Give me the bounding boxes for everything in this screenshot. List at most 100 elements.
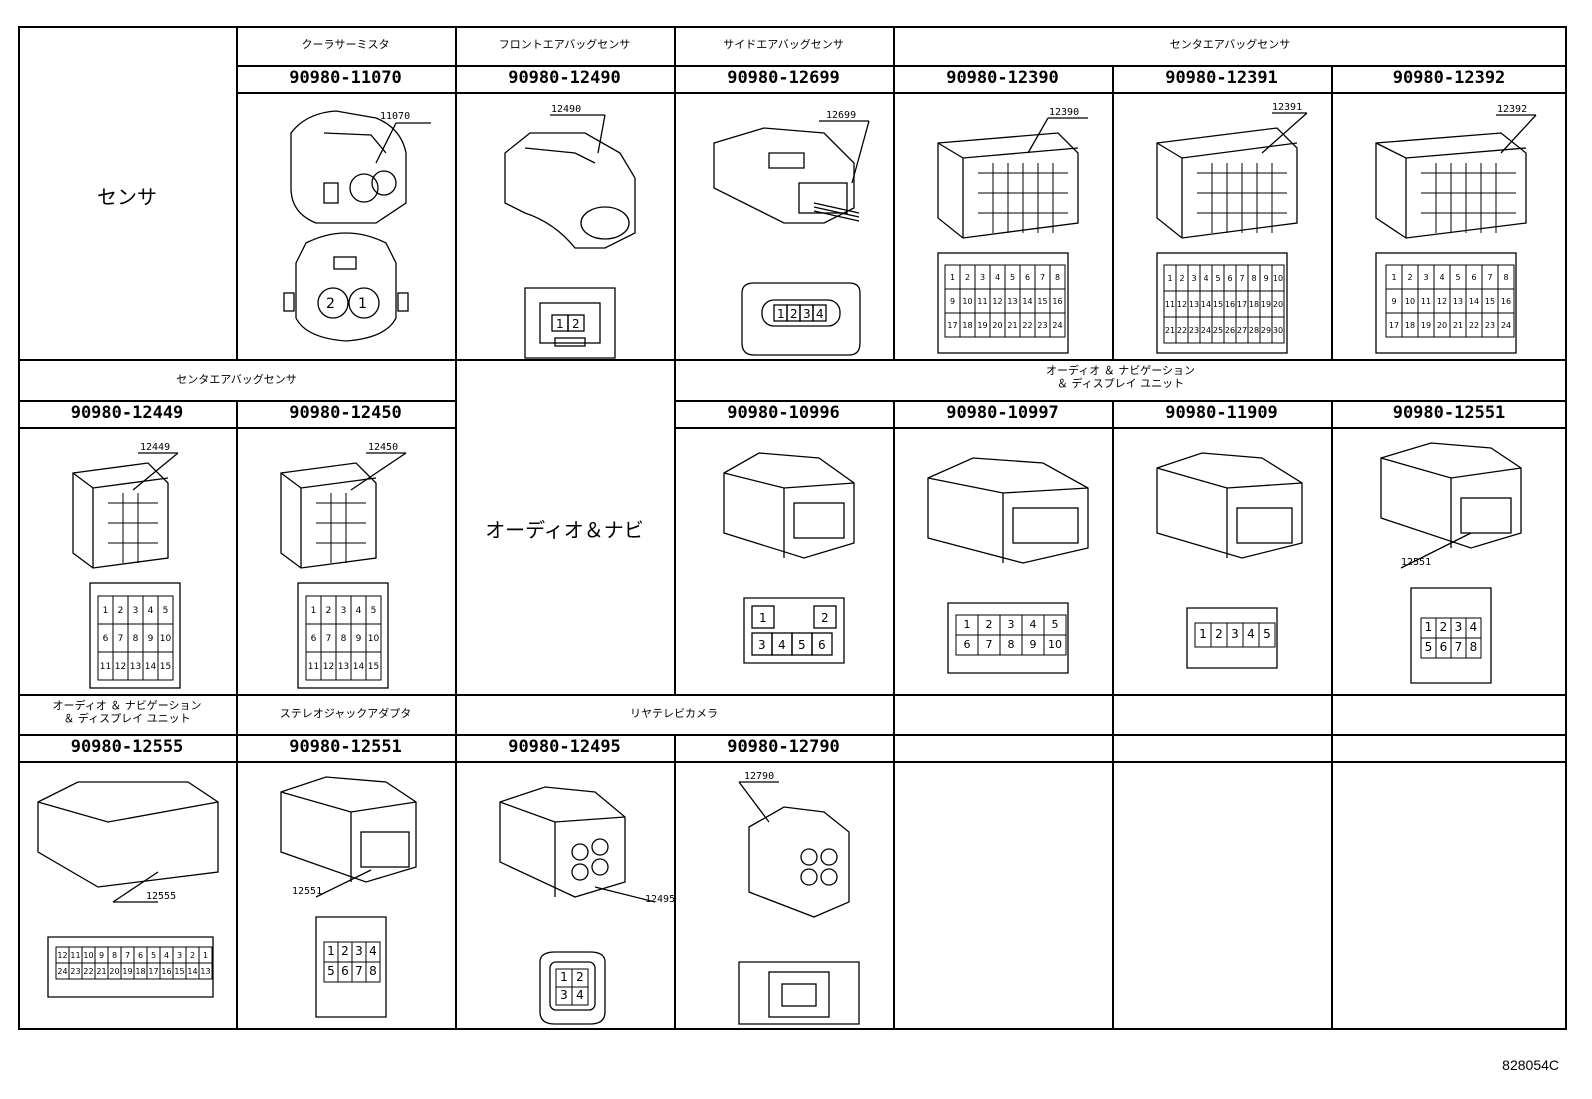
pin-label: 5 [1263, 627, 1271, 641]
pin-label: 22 [1177, 326, 1187, 335]
pin-label: 6 [964, 638, 971, 651]
pin-label: 3 [1455, 620, 1463, 634]
pin-label: 1 [311, 606, 317, 616]
pin-label: 21 [1453, 321, 1463, 330]
pin-label: 4 [576, 988, 584, 1002]
pin-label: 7 [1487, 273, 1492, 282]
pin-label: 11 [308, 662, 319, 672]
pin-label: 4 [356, 606, 362, 616]
part-number: 90980-12790 [727, 737, 840, 757]
pin-label: 12 [1177, 300, 1187, 309]
pin-label: 9 [99, 951, 104, 960]
part-number: 90980-10996 [727, 403, 840, 423]
pin-label: 7 [326, 634, 332, 644]
pin-label: 19 [977, 321, 987, 330]
pin-label: 8 [1008, 638, 1015, 651]
pin-label: 16 [1501, 297, 1511, 306]
pin-label: 8 [112, 951, 117, 960]
pin-label: 5 [1425, 640, 1433, 654]
pin-label: 1 [964, 618, 971, 631]
part-number: 90980-12450 [289, 403, 402, 423]
pin-label: 3 [803, 307, 811, 321]
ref-label: 12390 [1049, 107, 1079, 118]
pin-label: 1 [103, 606, 109, 616]
pin-label: 7 [118, 634, 124, 644]
ref-label: 12490 [551, 104, 581, 115]
pin-label: 4 [816, 307, 824, 321]
part-number: 90980-11909 [1165, 403, 1278, 423]
pin-label: 16 [1225, 300, 1235, 309]
pin-label: 10 [1048, 638, 1062, 651]
pin-label: 9 [1391, 297, 1396, 306]
pin-label: 8 [369, 964, 377, 978]
pin-label: 1 [1199, 627, 1207, 641]
ref-label: 11070 [380, 111, 410, 122]
pin-label: 21 [96, 967, 106, 976]
pin-label: 15 [1213, 300, 1223, 309]
ref-label: 12495 [645, 894, 675, 905]
pin-label: 17 [148, 967, 158, 976]
pin-label: 24 [1052, 321, 1062, 330]
pin-label: 6 [311, 634, 317, 644]
pin-cell [1043, 634, 1067, 656]
pin-label: 10 [962, 297, 972, 306]
group-label-stereo-jack-adapter: ステレオジャックアダプタ [279, 707, 412, 720]
pin-label: 17 [1237, 300, 1247, 309]
pin-label: 12 [115, 662, 126, 672]
pin-label: 2 [821, 611, 829, 625]
pin-label: 2 [118, 606, 124, 616]
group-label-audio-navigation-display-unit: オーディオ ＆ ナビゲーション ＆ ディスプレイ ユニット [52, 699, 202, 725]
pin-label: 21 [1165, 326, 1175, 335]
pin-label: 14 [1201, 300, 1211, 309]
connector-drawing-12790: 12790 [674, 762, 893, 1028]
pin-label: 20 [109, 967, 119, 976]
pin-label: 3 [133, 606, 139, 616]
pin-label: 18 [135, 967, 145, 976]
pin-label: 4 [164, 951, 169, 960]
pin-label: 7 [125, 951, 130, 960]
pin-label: 10 [368, 634, 380, 644]
pin-label: 1 [1167, 274, 1172, 283]
pin-label: 4 [1470, 620, 1478, 634]
pin-label: 4 [1247, 627, 1255, 641]
pin-label: 1 [950, 273, 955, 282]
pin-label: 2 [790, 307, 798, 321]
pin-label: 2 [965, 273, 970, 282]
pin-label: 1 [327, 944, 335, 958]
pin-label: 21 [1007, 321, 1017, 330]
pin-label: 24 [1501, 321, 1511, 330]
pin-label: 26 [1225, 326, 1235, 335]
group-label-front-airbag-sensor: フロントエアバッグセンサ [498, 38, 631, 51]
pin-label: 5 [163, 606, 169, 616]
pin-label: 6 [341, 964, 349, 978]
pin-label: 30 [1273, 326, 1283, 335]
pin-label: 10 [1405, 297, 1415, 306]
pin-label: 2 [326, 296, 335, 312]
pin-label: 2 [326, 606, 332, 616]
pin-label: 13 [1007, 297, 1017, 306]
pin-label: 18 [962, 321, 972, 330]
pin-cell [571, 986, 589, 1006]
pin-label: 9 [356, 634, 362, 644]
connector-drawing-12490: 12490 1 2 [455, 93, 674, 359]
pin-label: 8 [1055, 273, 1060, 282]
pin-label: 28 [1249, 326, 1259, 335]
group-label-cooler-thermistor: クーラサーミスタ [301, 38, 390, 51]
pin-label: 20 [1437, 321, 1447, 330]
pin-label: 3 [1423, 273, 1428, 282]
pin-label: 6 [1471, 273, 1476, 282]
pin-label: 6 [1227, 274, 1232, 283]
pin-label: 7 [986, 638, 993, 651]
pin-cell [1465, 637, 1482, 659]
pin-label: 13 [200, 967, 210, 976]
part-number: 90980-12390 [946, 68, 1059, 88]
pin-label: 19 [1261, 300, 1271, 309]
pin-label: 2 [1440, 620, 1448, 634]
pin-label: 1 [1391, 273, 1396, 282]
figure-code: 828054C [1502, 1057, 1559, 1073]
pin-label: 12 [1437, 297, 1447, 306]
pin-label: 1 [777, 307, 785, 321]
